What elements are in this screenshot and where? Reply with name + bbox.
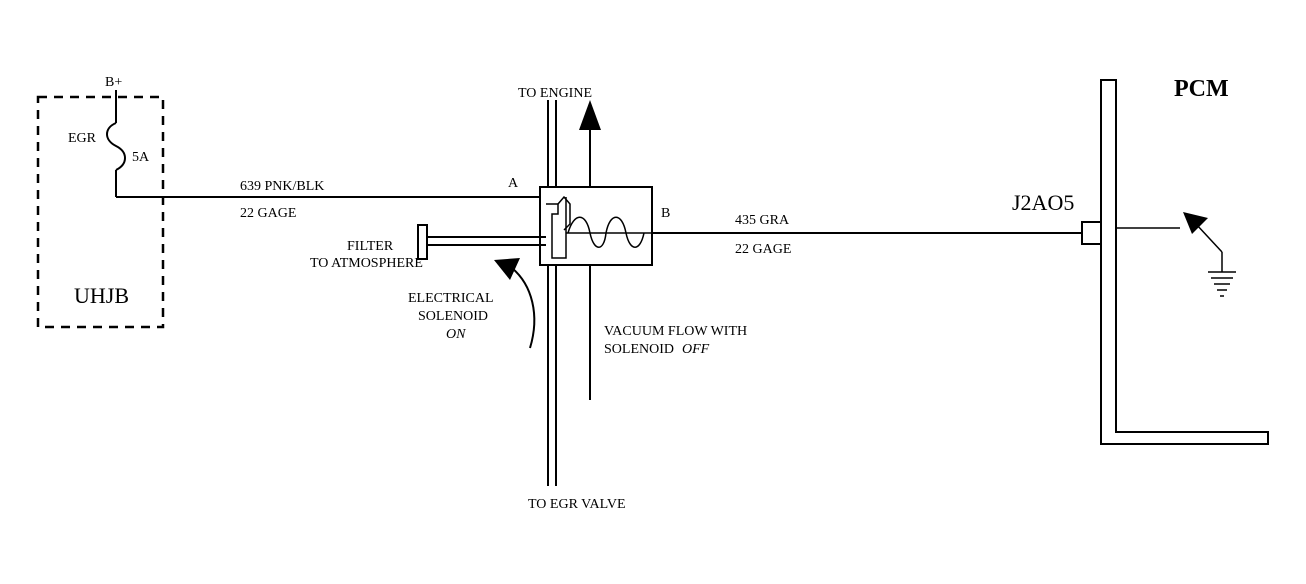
power-label: B+ bbox=[105, 75, 122, 90]
vacuum-flow-line1: VACUUM FLOW WITH bbox=[604, 324, 747, 339]
wire-a-gauge: 22 GAGE bbox=[240, 206, 296, 221]
pcm-label: PCM bbox=[1174, 76, 1229, 102]
vacuum-pipe bbox=[547, 100, 557, 486]
filter-label-line1: FILTER bbox=[347, 239, 394, 254]
filter-label-line2: TO ATMOSPHERE bbox=[310, 256, 423, 271]
vacuum-flow-line2-state: OFF bbox=[682, 342, 710, 357]
wire-b-gauge: 22 GAGE bbox=[735, 242, 791, 257]
fuse-icon bbox=[106, 122, 126, 171]
filter bbox=[417, 224, 546, 260]
pcm-connector-pin bbox=[1081, 221, 1102, 245]
wire-b-pin: B bbox=[661, 206, 670, 221]
fuse-rating-label: 5A bbox=[132, 150, 150, 165]
vacuum-flow-line2-prefix: SOLENOID bbox=[604, 342, 674, 357]
solenoid-on-state: ON bbox=[446, 327, 466, 342]
pcm-module bbox=[1100, 79, 1269, 445]
wire-b-circuit: 435 GRA bbox=[735, 213, 790, 228]
pcm-driver-switch-icon bbox=[1116, 212, 1223, 272]
junction-box: UHJB bbox=[36, 95, 165, 329]
ground-icon bbox=[1208, 271, 1236, 297]
solenoid-on-line2: SOLENOID bbox=[418, 309, 488, 324]
to-engine-label: TO ENGINE bbox=[518, 86, 592, 101]
solenoid-on-arrow bbox=[494, 258, 536, 349]
solenoid-on-line1: ELECTRICAL bbox=[408, 291, 494, 306]
solenoid bbox=[539, 186, 653, 266]
pcm-connector-label: J2AO5 bbox=[1012, 190, 1074, 215]
to-egr-valve-label: TO EGR VALVE bbox=[528, 497, 626, 512]
wire-a-pin: A bbox=[508, 176, 519, 191]
fuse-circuit-label: EGR bbox=[68, 131, 97, 146]
junction-box-label: UHJB bbox=[74, 283, 129, 308]
wire-a-circuit: 639 PNK/BLK bbox=[240, 179, 324, 194]
